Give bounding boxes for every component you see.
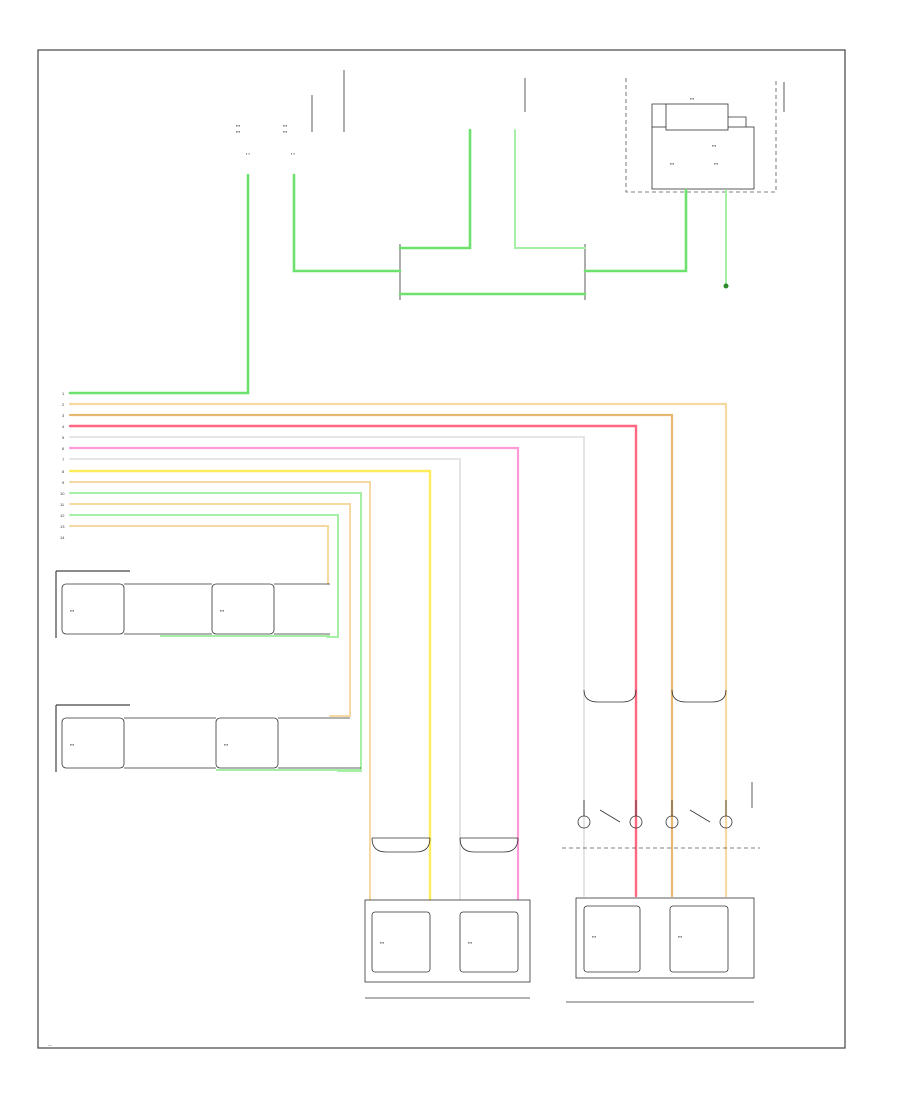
svg-text:▪▪▪: ▪▪▪ [236, 123, 241, 128]
svg-text:▪▪▪: ▪▪▪ [283, 129, 288, 134]
svg-text:▪▪▪: ▪▪▪ [712, 143, 717, 148]
svg-text:6: 6 [62, 446, 65, 451]
svg-text:▪▪▪: ▪▪▪ [236, 129, 241, 134]
svg-text:▪▪▪: ▪▪▪ [690, 96, 695, 101]
left-sensor-2: ▪▪▪ ▪▪▪ [55, 704, 361, 772]
footer-tag: — [48, 1042, 52, 1047]
svg-text:11: 11 [60, 502, 65, 507]
splice-connectors [399, 230, 586, 300]
harness-bundle [68, 402, 728, 908]
svg-text:▪▪▪: ▪▪▪ [224, 742, 229, 747]
svg-text:10: 10 [60, 491, 65, 496]
svg-text:5: 5 [62, 435, 65, 440]
svg-text:9: 9 [62, 480, 65, 485]
diagram-frame [37, 49, 846, 1049]
svg-text:▪▪▪: ▪▪▪ [670, 161, 675, 166]
svg-text:1: 1 [62, 391, 65, 396]
svg-text:▪▪▪: ▪▪▪ [70, 742, 75, 747]
svg-text:▪▪▪: ▪▪▪ [220, 608, 225, 613]
top-center-connectors: ▪▪ [470, 78, 526, 134]
svg-text:7: 7 [62, 457, 65, 462]
svg-text:▪▪▪: ▪▪▪ [714, 161, 719, 166]
svg-text:▪▪▪: ▪▪▪ [468, 940, 473, 945]
svg-text:3: 3 [62, 413, 65, 418]
svg-text:12: 12 [60, 513, 65, 518]
svg-text:▪▪▪: ▪▪▪ [70, 608, 75, 613]
control-module-box: ▪▪▪ ▪▪▪ ▪▪▪ ▪▪▪ [625, 78, 785, 193]
svg-text:4: 4 [62, 424, 65, 429]
svg-text:2: 2 [62, 402, 65, 407]
left-sensor-1: ▪▪▪ ▪▪▪ [55, 570, 330, 638]
svg-text:13: 13 [60, 524, 65, 529]
bottom-center-module: ▪▪▪ ▪▪▪ [364, 837, 531, 999]
svg-text:▪ ▪: ▪ ▪ [246, 151, 251, 156]
svg-text:▪▪▪: ▪▪▪ [592, 934, 597, 939]
bottom-right-module: ▪▪▪ ▪▪▪ [562, 689, 760, 1003]
svg-text:14: 14 [60, 535, 65, 540]
svg-text:▪▪▪: ▪▪▪ [283, 123, 288, 128]
top-left-connectors: ▪▪▪▪▪▪ ▪▪▪▪▪▪ ▪ ▪ ▪ ▪ [236, 70, 345, 156]
svg-text:8: 8 [62, 469, 65, 474]
svg-text:▪▪▪: ▪▪▪ [380, 940, 385, 945]
top-green-wires [68, 128, 729, 395]
svg-text:▪ ▪: ▪ ▪ [291, 151, 296, 156]
svg-text:▪▪▪: ▪▪▪ [678, 934, 683, 939]
